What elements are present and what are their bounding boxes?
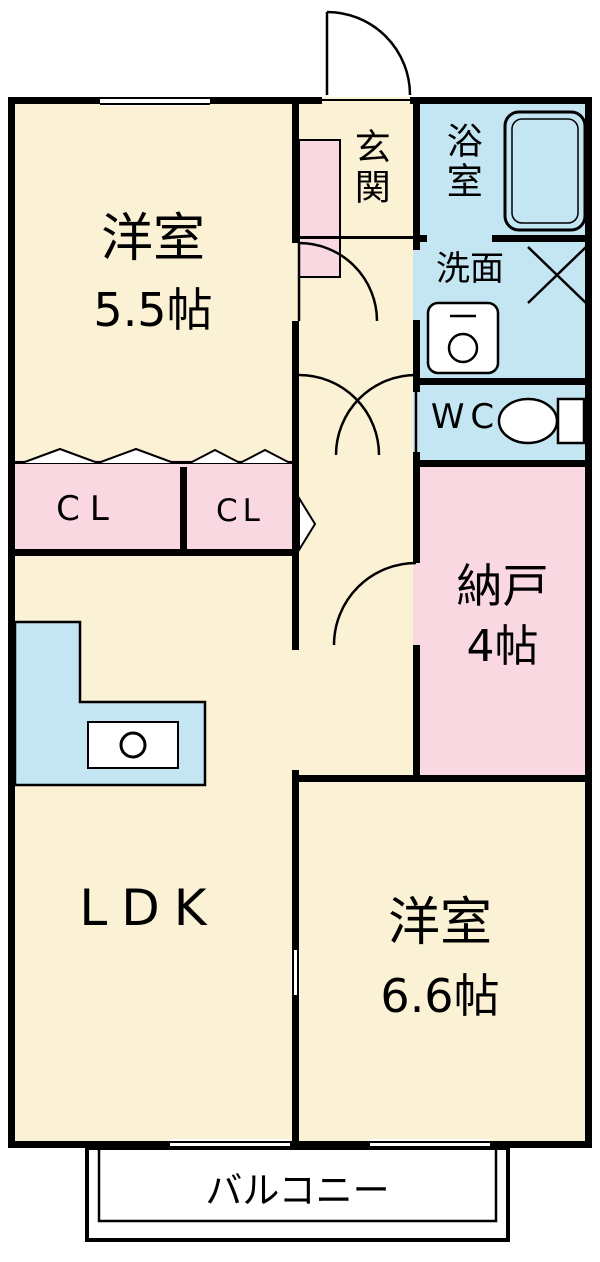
- entrance-step-line: [299, 236, 413, 239]
- wall-segment: [413, 97, 420, 250]
- label-bedroom-55-name: 洋室: [100, 209, 205, 269]
- window-line: [370, 1141, 490, 1143]
- window-bedroom66-balcony: [370, 1139, 490, 1150]
- window-line: [297, 950, 299, 995]
- room-storage: [413, 460, 592, 782]
- room-bedroom-55: [8, 97, 299, 467]
- folding-door-icon: [21, 447, 99, 464]
- walls: [8, 97, 592, 1148]
- window-line: [292, 950, 294, 995]
- door-arcs: [297, 10, 418, 646]
- folding-door-icon: [97, 447, 175, 464]
- label-ldk: LDK: [79, 879, 221, 937]
- wall-segment: [292, 321, 299, 556]
- wall-segment: [585, 97, 592, 1148]
- partition-opening: [291, 950, 300, 995]
- label-storage-size: 4帖: [466, 621, 539, 672]
- wall-segment: [413, 460, 420, 563]
- front-door-swing-arc: [326, 10, 412, 96]
- room-bathroom: [413, 97, 592, 242]
- washbasin-bowl-icon: [447, 332, 479, 364]
- label-entrance: 玄関: [348, 128, 390, 208]
- wall-segment: [210, 97, 322, 104]
- washing-machine-icon: [527, 246, 587, 304]
- label-bedroom-55-size: 5.5帖: [93, 283, 213, 337]
- label-washroom: 洗面: [436, 249, 504, 289]
- washbasin-icon: [426, 301, 500, 375]
- room-closets: [8, 460, 299, 556]
- door-swing-arc: [334, 373, 417, 456]
- room-fills: [8, 97, 592, 1148]
- wall-segment: [413, 378, 592, 385]
- window-top: [100, 95, 210, 106]
- room-bedroom-66: [292, 775, 592, 1148]
- label-bedroom-66-name: 洋室: [387, 893, 492, 953]
- entrance-threshold-line: [322, 99, 410, 101]
- wall-segment: [413, 645, 420, 782]
- label-storage-name: 納戸: [456, 559, 549, 613]
- folding-door-icon: [239, 448, 291, 464]
- label-bathroom: 浴室: [440, 122, 482, 202]
- wall-segment: [8, 1141, 170, 1148]
- toilet-bowl-icon: [497, 397, 559, 445]
- wall-segment: [492, 235, 592, 242]
- window-line: [100, 97, 210, 99]
- label-closet-left: CL: [56, 489, 119, 529]
- bathtub-inner-icon: [511, 118, 579, 224]
- door-swing-arc: [332, 561, 417, 646]
- wall-segment: [292, 770, 299, 950]
- wall-segment: [8, 549, 299, 556]
- toilet-tank-icon: [556, 397, 586, 445]
- wall-segment: [410, 97, 592, 104]
- balcony-outline: [85, 1146, 510, 1242]
- door-swing-arc: [298, 241, 379, 322]
- window-line: [170, 1141, 290, 1143]
- label-closet-right: CL: [216, 493, 265, 529]
- label-balcony: バルコニー: [205, 1169, 390, 1212]
- door-swing-arc: [298, 373, 381, 456]
- wall-segment: [8, 97, 100, 104]
- window-ldk-balcony: [170, 1139, 290, 1150]
- window-line: [100, 103, 210, 105]
- wall-segment: [413, 460, 592, 467]
- stove-burner-icon: [119, 731, 147, 759]
- label-toilet: WC: [430, 397, 501, 437]
- wall-segment: [290, 1141, 370, 1148]
- wall-segment: [413, 235, 427, 242]
- fixtures: [13, 110, 587, 787]
- wall-segment: [292, 775, 592, 782]
- door-marker-triangle: [298, 494, 317, 554]
- closet-door-symbols: [21, 447, 317, 554]
- wall-segment: [292, 97, 299, 243]
- shoe-cabinet: [298, 139, 341, 278]
- wall-segment: [292, 995, 299, 1148]
- wall-segment: [8, 97, 15, 1148]
- label-bedroom-66-size: 6.6帖: [380, 969, 500, 1023]
- wall-segment: [490, 1141, 592, 1148]
- wall-segment: [413, 320, 420, 378]
- balcony-inner-rail: [97, 1146, 498, 1223]
- wall-segment: [292, 556, 299, 650]
- folding-door-icon: [189, 448, 241, 464]
- wall-segment: [180, 467, 187, 549]
- wall-segment: [413, 452, 420, 467]
